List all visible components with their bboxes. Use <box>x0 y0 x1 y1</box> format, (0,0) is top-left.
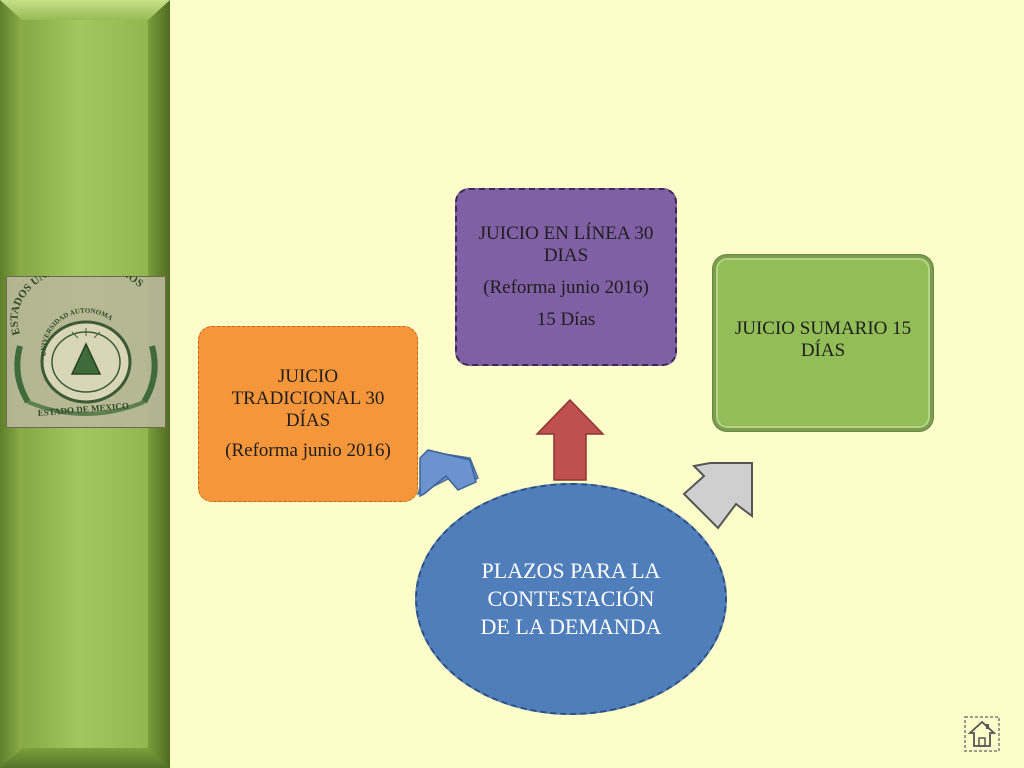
university-seal-logo: ESTADOS UNIDOS MEXICANOS UNIVERSIDAD AUT… <box>6 276 166 428</box>
linea-title: JUICIO EN LÍNEA 30 DIAS <box>478 223 654 266</box>
side-panel-bevel-top <box>0 0 170 20</box>
box-juicio-en-linea: JUICIO EN LÍNEA 30 DIAS (Reforma junio 2… <box>455 188 677 366</box>
tradicional-title: JUICIO TRADICIONAL 30 DÍAS <box>231 366 385 431</box>
box-juicio-tradicional: JUICIO TRADICIONAL 30 DÍAS (Reforma juni… <box>198 326 418 502</box>
linea-dias: 15 Días <box>536 309 596 330</box>
home-icon[interactable] <box>964 716 1000 752</box>
arrow-to-linea <box>535 398 605 481</box>
sumario-title: JUICIO SUMARIO 15 DÍAS <box>734 318 912 361</box>
box-juicio-sumario: JUICIO SUMARIO 15 DÍAS <box>713 255 933 431</box>
tradicional-reforma: (Reforma junio 2016) <box>225 440 391 461</box>
arrow-to-sumario <box>682 462 753 530</box>
arrow-to-tradicional <box>416 449 479 498</box>
linea-reforma: (Reforma junio 2016) <box>483 277 649 298</box>
side-panel-bevel-bottom <box>0 748 170 768</box>
center-oval-plazos: PLAZOS PARA LA CONTESTACIÓN DE LA DEMAND… <box>415 483 727 715</box>
